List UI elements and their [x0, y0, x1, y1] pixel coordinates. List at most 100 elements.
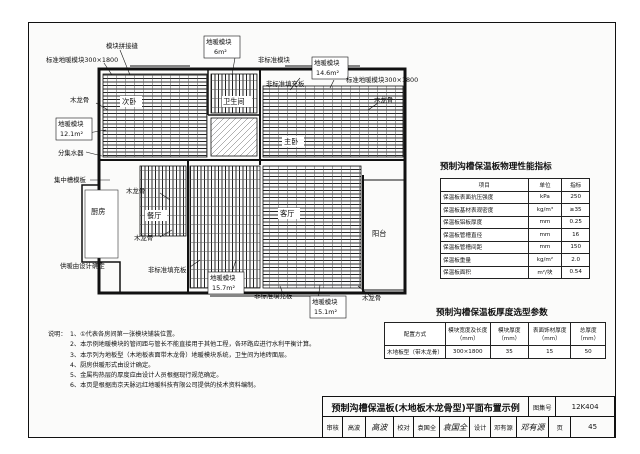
room-kitchen: 厨房 — [91, 207, 105, 216]
room-master: 主卧 — [284, 137, 298, 146]
checker-signature: 袁国全 — [440, 417, 471, 437]
table-cell: 保温板重量 — [440, 253, 529, 267]
thick-header-cell: 模块宽度及长度（mm） — [444, 322, 491, 346]
room-dining: 餐厅 — [147, 211, 161, 220]
props-table-title: 预制沟槽保温板物理性能指标 — [440, 162, 552, 172]
room-bedroom2: 次卧 — [122, 97, 136, 106]
label-floor-module-left: 地暖模块 — [58, 119, 84, 128]
note-text: 3、本示列为地板型（木地板表面带木龙骨）地暖模块系统，卫生间为地砖面层。 — [70, 351, 291, 359]
note-text: 1、①代表各房间第一张模块铺装位置。 — [70, 331, 179, 338]
review-label: 审核 — [323, 417, 344, 437]
table-cell: mm — [527, 215, 563, 229]
table-cell: kg/m³ — [527, 203, 563, 217]
label-floor-module-top: 地暖模块 — [206, 37, 232, 46]
label-floor-module-right-area: 14.6m² — [316, 69, 339, 77]
page-number: 45 — [571, 417, 615, 437]
checker-name: 袁国全 — [414, 417, 441, 437]
label-std-module-2: 标准地暖模块300×1800 — [346, 75, 418, 84]
room-balcony: 阳台 — [372, 229, 386, 238]
table-cell: mm — [527, 240, 563, 254]
table-cell: 保温板管槽间距 — [440, 240, 529, 254]
room-bathroom: 卫生间 — [223, 97, 245, 106]
room-living: 客厅 — [280, 209, 294, 218]
label-floor-module-bottom: 地暖模块 — [210, 273, 236, 282]
notes-heading: 说明： — [48, 331, 67, 338]
label-std-module-1: 标准地暖模块300×1800 — [46, 55, 118, 64]
label-wood-keel-3: 木龙骨 — [126, 186, 145, 195]
table-cell: 16 — [561, 228, 590, 242]
drawing-title: 预制沟槽保温板(木地板木龙骨型)平面布置示例 — [323, 397, 530, 417]
note-text: 6、本页是根据南京天脉远红地暖科技有限公司提供的技术资料编制。 — [70, 382, 260, 390]
note-text: 5、金属构热层的厚度应由设计人员根据现行规范确定。 — [70, 372, 223, 380]
label-heating-design: 供暖由设计确定 — [60, 261, 105, 270]
label-floor-module-br-area: 15.1m² — [314, 308, 337, 316]
label-floor-module-left-area: 12.1m² — [60, 130, 83, 138]
label-nonstd-fill-1: 非标准填充板 — [266, 79, 305, 88]
designer-name: 邓有源 — [491, 417, 517, 437]
thick-header: 配置方式 模块宽度及长度（mm） 模块厚度（mm） 表面饰材厚度（mm） 总厚度… — [384, 322, 606, 346]
notes: 说明：1、①代表各房间第一张模块铺装位置。 2、本示例地暖模块的管间距与管长不能… — [48, 330, 378, 392]
reviewer-signature: 高波 — [366, 417, 394, 437]
table-cell: 保温板铝板厚度 — [440, 215, 529, 229]
thick-header-cell: 配置方式 — [384, 322, 446, 346]
table-cell: 保温板面积 — [440, 265, 529, 279]
thick-table: 配置方式 模块宽度及长度（mm） 模块厚度（mm） 表面饰材厚度（mm） 总厚度… — [384, 322, 606, 359]
label-floor-module-top-area: 6m² — [214, 48, 227, 56]
designer-signature: 邓有源 — [517, 417, 549, 437]
table-cell: kPa — [527, 190, 563, 204]
label-wood-keel-2: 木龙骨 — [374, 95, 393, 104]
note-line: 5、金属构热层的厚度应由设计人员根据现行规范确定。 — [48, 371, 378, 381]
table-cell: 300×1800 — [444, 345, 491, 359]
design-label: 设计 — [470, 417, 491, 437]
table-cell: kg/m² — [527, 253, 563, 267]
label-floor-module-br: 地暖模块 — [312, 297, 338, 306]
plan-annotations: 模块拼接缝 标准地暖模块300×1800 地暖模块 6m² 非标准模块 地暖模块… — [46, 35, 418, 319]
label-manifold: 分集水器 — [58, 148, 84, 157]
note-line: 说明：1、①代表各房间第一张模块铺装位置。 — [48, 330, 378, 340]
table-cell: m²/块 — [527, 265, 563, 279]
table-cell: mm — [527, 228, 563, 242]
check-label: 校对 — [394, 417, 415, 437]
note-text: 4、厨房供暖形式由设计确定。 — [70, 361, 155, 369]
table-cell: 保温板表面抗压强度 — [440, 190, 529, 204]
label-wood-keel-1: 木龙骨 — [70, 95, 89, 104]
table-cell: 木地板型（带木龙骨） — [384, 345, 446, 359]
table-cell: 保温板管槽直径 — [440, 228, 529, 242]
table-cell: 35 — [489, 345, 529, 359]
table-cell: ≥35 — [561, 203, 590, 217]
table-row: 木地板型（带木龙骨） 300×1800 35 15 50 — [384, 345, 606, 359]
table-cell: 2.0 — [561, 253, 590, 267]
label-central-groove: 集中槽模板 — [54, 175, 87, 184]
props-header-cell: 指标 — [561, 178, 590, 192]
label-nonstd-fill-3: 非标准填充板 — [254, 291, 293, 300]
walls — [81, 65, 407, 297]
atlas-label: 图集号 — [529, 397, 557, 417]
note-line: 6、本页是根据南京天脉远红地暖科技有限公司提供的技术资料编制。 — [48, 381, 378, 391]
label-floor-module-bottom-area: 15.7m² — [212, 284, 235, 292]
table-cell: 50 — [570, 345, 606, 359]
label-nonstd-fill-2: 非标准填充板 — [148, 265, 187, 274]
note-line: 2、本示例地暖模块的管间距与管长不能直接用于其他工程，各环路应进行水利平衡计算。 — [48, 340, 378, 350]
reviewer-name: 高波 — [343, 417, 366, 437]
label-wood-keel-4: 木龙骨 — [134, 233, 153, 242]
room-labels: 次卧 卫生间 主卧 厨房 餐厅 客厅 阳台 — [89, 96, 386, 238]
props-header-cell: 单位 — [527, 178, 563, 192]
note-line: 4、厨房供暖形式由设计确定。 — [48, 361, 378, 371]
table-cell: 0.25 — [561, 215, 590, 229]
label-floor-module-right: 地暖模块 — [314, 58, 340, 67]
title-block: 预制沟槽保温板(木地板木龙骨型)平面布置示例 图集号 12K404 审核 高波 … — [322, 396, 615, 437]
note-line: 3、本示列为地板型（木地板表面带木龙骨）地暖模块系统，卫生间为地砖面层。 — [48, 351, 378, 361]
thick-header-cell: 总厚度（mm） — [570, 322, 606, 346]
label-module-joint: 模块拼接缝 — [106, 41, 139, 50]
label-nonstd-module-1: 非标准模块 — [258, 55, 291, 64]
table-cell: 250 — [561, 190, 590, 204]
heating-modules — [84, 73, 404, 289]
